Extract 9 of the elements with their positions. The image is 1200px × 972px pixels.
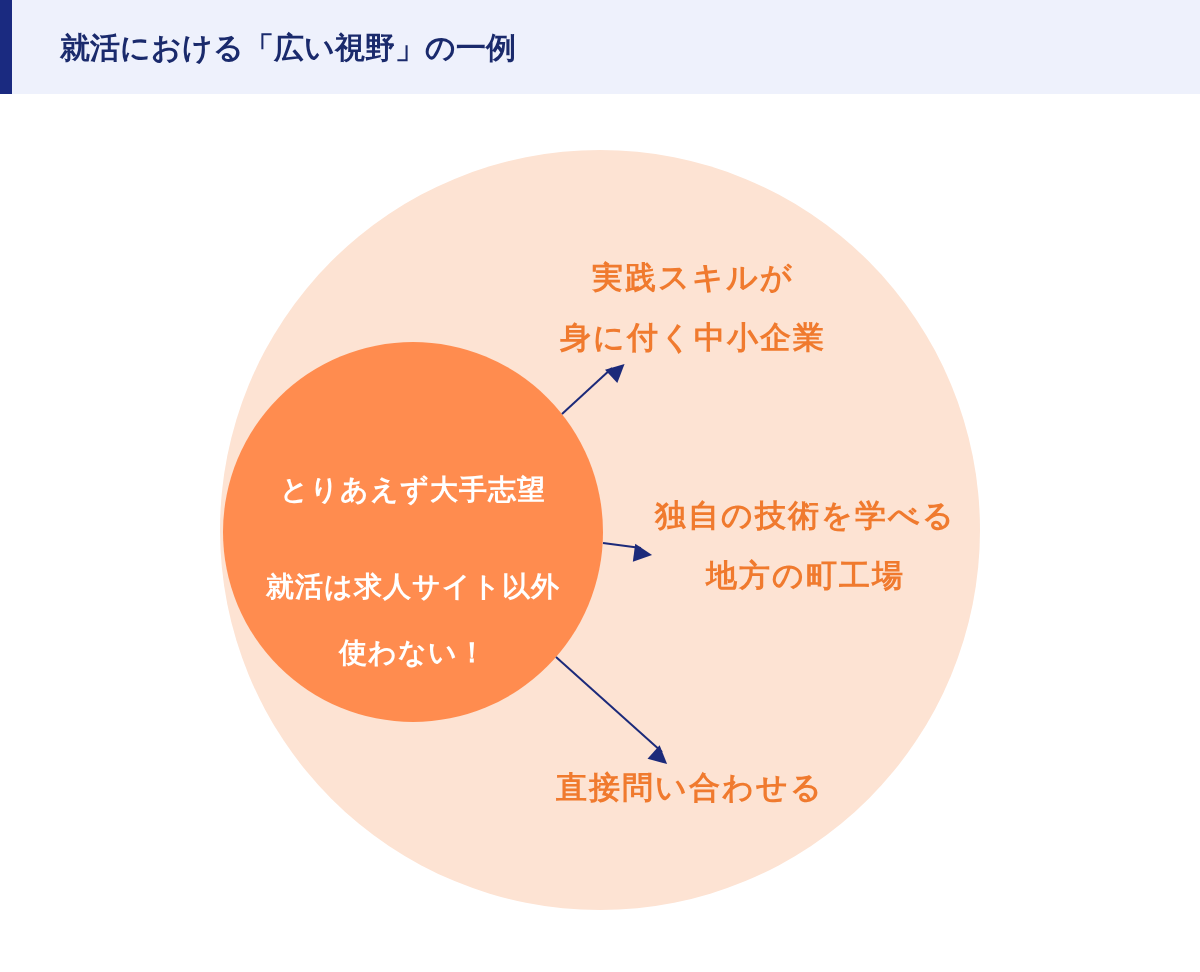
- arrow: [555, 656, 668, 765]
- circle-text: とりあえず大手志望: [280, 472, 546, 508]
- text-label: 直接問い合わせる: [556, 757, 824, 817]
- circle-text: 就活は求人サイト以外使わない！: [266, 569, 560, 671]
- text-label: 実践スキルが身に付く中小企業: [560, 247, 826, 367]
- arrow: [602, 542, 653, 562]
- text-label: 独自の技術を学べる地方の町工場: [654, 485, 956, 605]
- title: 就活における「広い視野」の一例: [60, 29, 516, 67]
- arrow: [561, 364, 625, 415]
